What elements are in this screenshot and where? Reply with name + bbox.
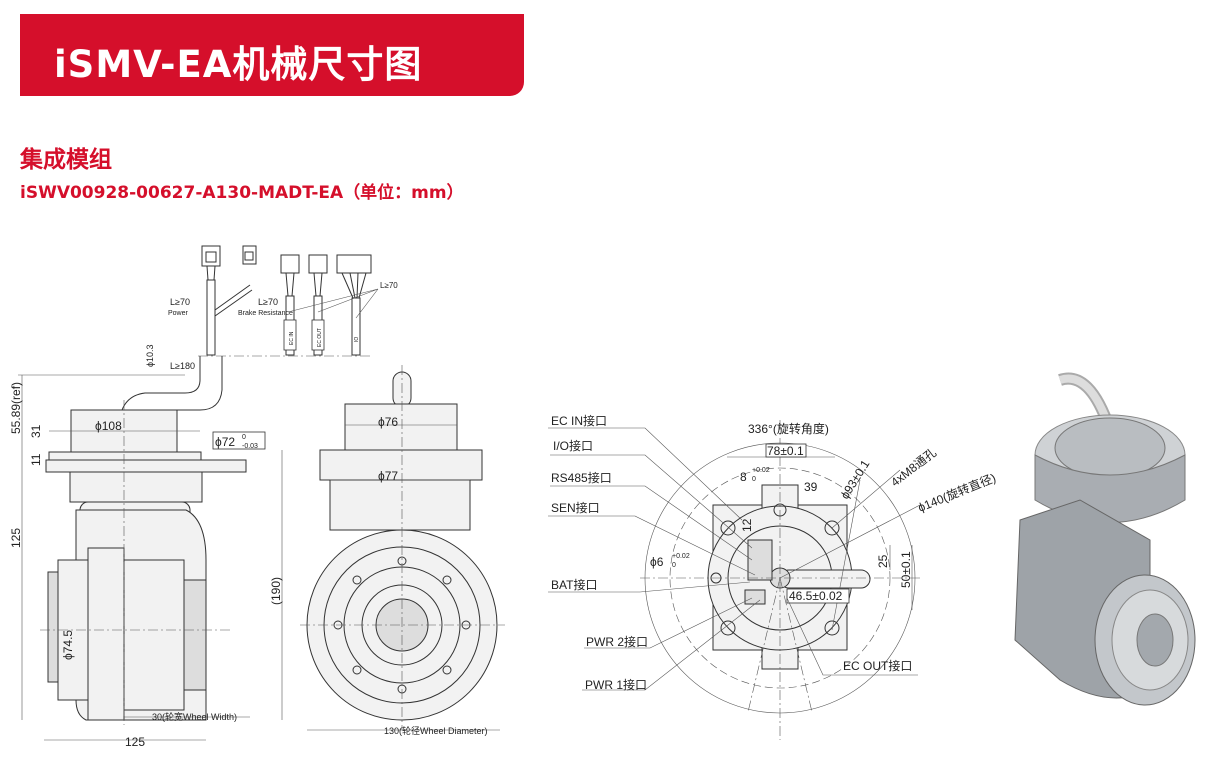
port-io: I/O接口 xyxy=(553,438,593,453)
port-ec-out: EC OUT接口 xyxy=(843,658,912,673)
dim-6: ϕ6 xyxy=(650,555,664,569)
dim-140: ϕ140(旋转直径) xyxy=(916,470,998,515)
dim-wheel-diameter: 130(轮径Wheel Diameter) xyxy=(384,725,488,736)
port-ec-in: EC IN接口 xyxy=(551,413,607,428)
dim-77: ϕ77 xyxy=(378,469,398,483)
port-pwr2: PWR 2接口 xyxy=(586,634,648,649)
dim-39: 39 xyxy=(804,480,818,494)
dim-11: 11 xyxy=(29,453,43,466)
dim-74-5: ϕ74.5 xyxy=(61,630,75,660)
port-sen: SEN接口 xyxy=(551,500,600,515)
dim-78: 78±0.1 xyxy=(767,444,804,458)
dim-height-ref: 55.89(ref) xyxy=(9,382,23,434)
isometric-render xyxy=(1014,372,1196,706)
dim-72: ϕ72 xyxy=(215,435,235,449)
dim-93: ϕ93±0.1 xyxy=(838,457,873,501)
side-view: 55.89(ref) 31 11 125 ϕ108 ϕ72 0 -0.03 ϕ7… xyxy=(9,374,266,749)
power-cable-label: Power xyxy=(168,310,189,317)
dim-12: 12 xyxy=(740,518,754,532)
tag-ec-out: EC OUT xyxy=(317,328,323,347)
port-rs485: RS485接口 xyxy=(551,470,612,485)
rotation-angle: 336°(旋转角度) xyxy=(748,421,829,436)
brake-cable-label: Brake Resistance xyxy=(238,310,293,317)
dim-50: 50±0.1 xyxy=(899,551,913,588)
port-pwr1: PWR 1接口 xyxy=(585,677,647,692)
port-callouts: EC IN接口 I/O接口 RS485接口 SEN接口 BAT接口 PWR 2接… xyxy=(548,413,918,692)
cable-diameter: ϕ10.3 xyxy=(145,344,155,367)
tag-ec-in: EC IN xyxy=(289,331,295,345)
dim-8-tol-lower: 0 xyxy=(752,476,756,483)
dim-8-tol: +0.02 xyxy=(752,467,770,474)
io-cable-length: L≥70 xyxy=(380,281,398,290)
tag-io: IO xyxy=(354,337,360,342)
top-view: 336°(旋转角度) 78±0.1 8 +0.02 0 39 12 ϕ93±0.… xyxy=(548,413,998,740)
dim-125-vertical: 125 xyxy=(9,528,23,548)
dim-108: ϕ108 xyxy=(95,419,122,433)
page-title: iSMV-EA机械尺寸图 xyxy=(54,43,423,86)
dim-wheel-width: 30(轮宽Wheel Width) xyxy=(152,711,237,722)
dim-72-tol-lower: -0.03 xyxy=(242,443,258,450)
dim-125-horizontal: 125 xyxy=(125,735,145,749)
dim-6-tol: +0.02 xyxy=(672,553,690,560)
model-number: iSWV00928-00627-A130-MADT-EA（单位：mm） xyxy=(20,183,464,203)
dim-76: ϕ76 xyxy=(378,415,398,429)
front-view: ϕ76 ϕ77 (190) 130(轮径Wheel Diameter) xyxy=(269,365,505,736)
dim-72-tol-upper: 0 xyxy=(242,434,246,441)
dim-190: (190) xyxy=(269,577,283,605)
section-title: 集成模组 xyxy=(20,147,112,173)
dim-31: 31 xyxy=(29,424,43,438)
dim-25: 25 xyxy=(876,554,890,568)
dim-46-5: 46.5±0.02 xyxy=(789,589,843,603)
header-banner: iSMV-EA机械尺寸图 xyxy=(20,14,524,96)
dim-6-tol-lower: 0 xyxy=(672,562,676,569)
main-cable-length: L≥180 xyxy=(170,361,195,371)
cable-connectors: EC IN EC OUT IO L≥70 Power L≥70 Brake Re… xyxy=(121,245,398,423)
dim-8: 8 xyxy=(740,470,747,484)
brake-cable-length: L≥70 xyxy=(258,297,278,307)
power-cable-length: L≥70 xyxy=(170,297,190,307)
port-bat: BAT接口 xyxy=(551,577,597,592)
m8-through-holes: 4xM8通孔 xyxy=(888,445,939,489)
